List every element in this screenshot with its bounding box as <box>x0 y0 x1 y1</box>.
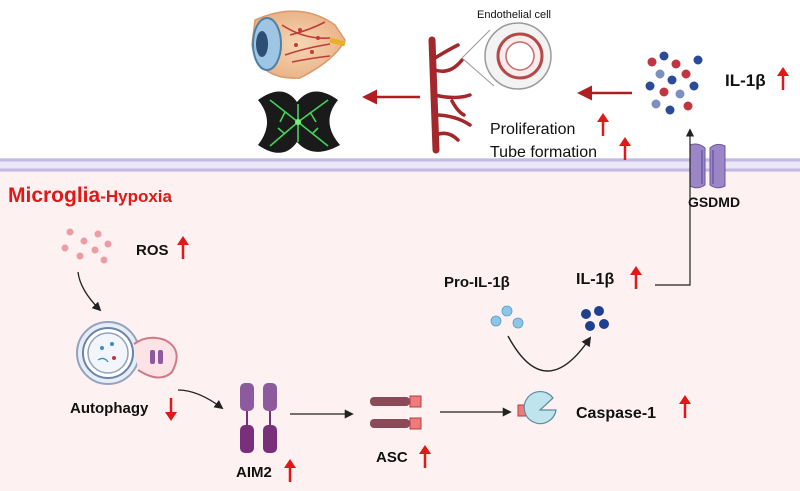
il1b-secreted-cluster <box>645 51 703 115</box>
up-arrow-icon <box>777 67 789 90</box>
ros-to-autophagy-arrow <box>77 271 102 312</box>
secretion-arrow <box>655 128 695 286</box>
blood-vessel-icon <box>428 36 472 154</box>
asc-protein-icon <box>370 395 422 430</box>
up-arrow-icon <box>419 445 431 468</box>
asc-label: ASC <box>376 449 408 466</box>
up-arrow-icon <box>284 459 296 482</box>
microglia-title: Microglia-Hypoxia <box>8 184 173 207</box>
tube-formation-label: Tube formation <box>490 144 597 161</box>
caspase1-icon <box>517 391 557 425</box>
il1b-dots <box>581 306 609 331</box>
autophagy-to-aim2-arrow <box>177 389 224 410</box>
proliferation-label: Proliferation <box>490 121 575 138</box>
pro-il1b-label: Pro-IL-1β <box>444 274 510 291</box>
autophagy-label: Autophagy <box>70 400 149 417</box>
down-arrow-icon <box>165 398 177 421</box>
endothelial-label: Endothelial cell <box>477 9 551 21</box>
aim2-label: AIM2 <box>236 464 272 481</box>
gsdmd-label: GSDMD <box>688 194 740 210</box>
autophagosome-icon <box>76 321 178 385</box>
gsdmd-pore-icon <box>689 143 726 189</box>
caspase1-label: Caspase-1 <box>576 405 656 422</box>
up-arrow-icon <box>177 236 189 259</box>
retina-flatmount-icon <box>258 91 340 153</box>
il1b-label: IL-1β <box>576 271 614 288</box>
cell-membrane <box>0 158 800 172</box>
il1b-secreted-label: IL-1β <box>725 71 766 90</box>
pro-il1b-dots <box>490 305 524 329</box>
cleavage-arrow <box>507 335 592 372</box>
endothelial-cell-icon: Endothelial cell <box>461 9 552 90</box>
eye-icon <box>251 10 346 79</box>
ros-label: ROS <box>136 242 169 259</box>
up-arrow-icon <box>597 113 609 136</box>
ros-dots <box>61 228 112 264</box>
cell-cytoplasm <box>0 170 800 491</box>
up-arrow-icon <box>619 137 631 160</box>
up-arrow-icon <box>679 395 691 418</box>
up-arrow-icon <box>630 266 642 289</box>
aim2-protein-icon <box>240 383 277 453</box>
